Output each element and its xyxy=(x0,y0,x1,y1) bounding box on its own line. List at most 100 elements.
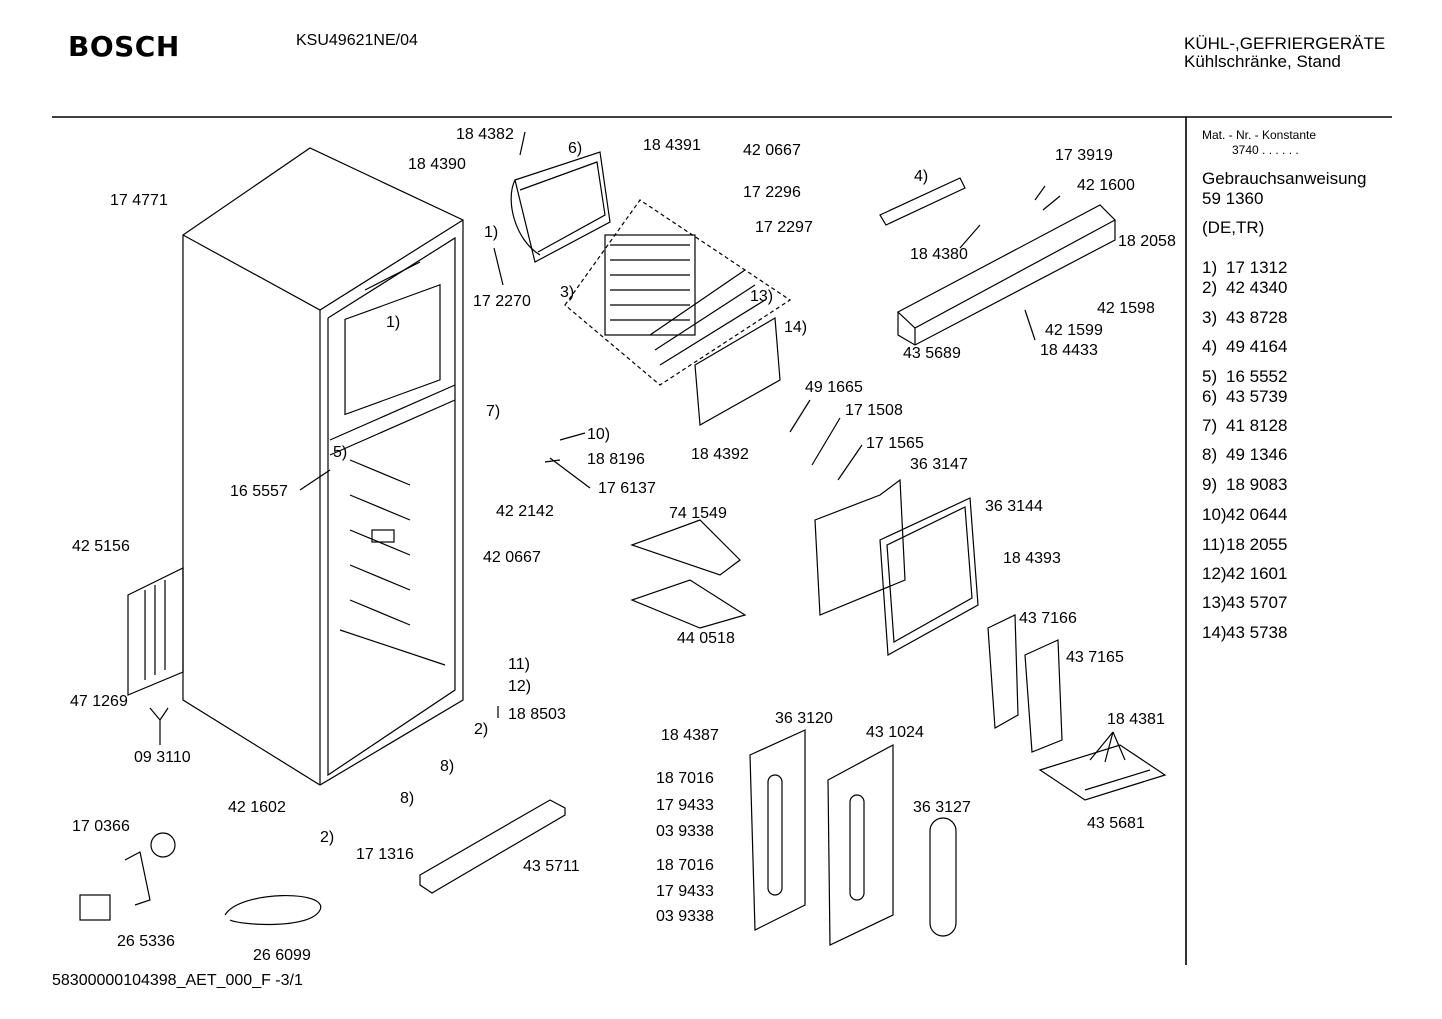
part-label: 18 4393 xyxy=(1003,550,1061,567)
category-title: KÜHL-,GEFRIERGERÄTE xyxy=(1184,34,1386,53)
part-label: 18 2058 xyxy=(1118,233,1176,250)
parts-legend-key: 10) xyxy=(1202,505,1227,524)
part-label: 26 5336 xyxy=(117,933,175,950)
parts-legend-key: 8) xyxy=(1202,445,1218,464)
ref-label: 14) xyxy=(784,319,808,336)
door-liner-drawing xyxy=(827,743,894,946)
part-label: 42 5156 xyxy=(72,538,130,555)
part-label: 36 3144 xyxy=(985,498,1043,515)
bottom-handle-drawing xyxy=(419,799,566,894)
evaporator-drawing xyxy=(564,199,792,386)
part-label: 42 1602 xyxy=(228,799,286,816)
parts-legend-number: 43 5707 xyxy=(1226,593,1288,612)
parts-legend-key: 7) xyxy=(1202,416,1218,435)
control-panel-drawing xyxy=(879,177,1116,346)
part-label: 17 1565 xyxy=(866,435,924,452)
part-label: 03 9338 xyxy=(656,908,714,925)
part-label: 17 3919 xyxy=(1055,147,1113,164)
part-label: 36 3120 xyxy=(775,710,833,727)
part-label: 42 1598 xyxy=(1097,300,1155,317)
part-label: 18 4390 xyxy=(408,156,466,173)
part-label: 18 4382 xyxy=(456,126,514,143)
manual-languages: (DE,TR) xyxy=(1202,218,1265,237)
part-label: 18 7016 xyxy=(656,857,714,874)
part-label: 17 0366 xyxy=(72,818,130,835)
ref-label: 7) xyxy=(486,403,501,420)
part-label: 18 4391 xyxy=(643,137,701,154)
parts-legend-item: 14)43 5738 xyxy=(1202,623,1287,643)
parts-legend-item: 7)41 8128 xyxy=(1202,416,1287,436)
parts-legend-item: 1)17 1312 xyxy=(1202,258,1287,278)
part-label: 03 9338 xyxy=(656,823,714,840)
parts-legend-number: 49 1346 xyxy=(1226,445,1288,464)
ref-label: 2) xyxy=(474,721,489,738)
ref-label: 10) xyxy=(587,426,611,443)
part-label: 43 5681 xyxy=(1087,815,1145,832)
part-label: 17 9433 xyxy=(656,797,714,814)
part-label: 42 0667 xyxy=(483,549,541,566)
evaporator-cover-drawing xyxy=(510,151,611,263)
parts-legend-number: 18 2055 xyxy=(1226,535,1288,554)
ref-label: 8) xyxy=(400,790,415,807)
parts-legend-number: 18 9083 xyxy=(1226,475,1288,494)
fan-drawing xyxy=(150,832,176,858)
parts-legend-key: 2) xyxy=(1202,278,1218,297)
ref-label: 11) xyxy=(508,656,530,673)
parts-legend-key: 1) xyxy=(1202,258,1218,277)
ref-label: 8) xyxy=(440,758,455,775)
parts-legend-number: 49 4164 xyxy=(1226,337,1288,356)
part-label: 74 1549 xyxy=(669,505,727,522)
category-subtitle: Kühlschränke, Stand xyxy=(1184,52,1341,71)
parts-legend-item: 9) 18 9083 xyxy=(1202,475,1287,495)
part-label: 17 2296 xyxy=(743,184,801,201)
part-label: 42 1600 xyxy=(1077,177,1135,194)
parts-legend-item: 10)42 0644 xyxy=(1202,505,1287,525)
ref-label: 2) xyxy=(320,829,335,846)
part-label: 18 4387 xyxy=(661,727,719,744)
ref-label: 1) xyxy=(484,224,499,241)
part-label: 17 2270 xyxy=(473,293,531,310)
parts-legend-item: 5) 16 5552 xyxy=(1202,367,1287,387)
part-label: 43 7165 xyxy=(1066,649,1124,666)
ref-label: 13) xyxy=(750,288,774,305)
parts-legend-key: 9) xyxy=(1202,475,1218,494)
parts-legend-item: 11)18 2055 xyxy=(1202,535,1287,555)
parts-legend-key: 14) xyxy=(1202,623,1227,642)
parts-legend-key: 5) xyxy=(1202,367,1218,386)
parts-legend-key: 13) xyxy=(1202,593,1227,612)
bin-right-drawing xyxy=(1024,639,1063,753)
part-label: 49 1665 xyxy=(805,379,863,396)
part-label: 36 3147 xyxy=(910,456,968,473)
ref-label: 3) xyxy=(560,284,575,301)
part-label: 17 9433 xyxy=(656,883,714,900)
parts-legend-number: 42 4340 xyxy=(1226,278,1288,297)
manual-number: 59 1360 xyxy=(1202,189,1264,208)
part-label: 43 1024 xyxy=(866,724,924,741)
part-label: 43 5689 xyxy=(903,345,961,362)
cabinet-drawing xyxy=(182,147,464,786)
bin-left-drawing xyxy=(987,614,1019,729)
part-label: 26 6099 xyxy=(253,947,311,964)
parts-legend-number: 43 8728 xyxy=(1226,308,1288,327)
relay-drawing xyxy=(79,894,111,921)
ref-label: 12) xyxy=(508,678,532,695)
door-shelf-drawing xyxy=(749,729,806,931)
ref-label: 4) xyxy=(914,168,929,185)
parts-legend-item: 3)43 8728 xyxy=(1202,308,1287,328)
drawer-cover-drawing xyxy=(630,519,741,576)
ref-label: 1) xyxy=(386,314,401,331)
door-handle-drawing xyxy=(929,817,957,937)
part-label: 36 3127 xyxy=(913,799,971,816)
part-label: 44 0518 xyxy=(677,630,735,647)
mat-number-label: Mat. - Nr. - Konstante xyxy=(1202,128,1317,142)
parts-legend-number: 16 5552 xyxy=(1226,367,1288,386)
part-label: 18 4380 xyxy=(910,246,968,263)
part-label: 16 5557 xyxy=(230,483,288,500)
flap-drawing xyxy=(814,478,906,616)
part-label: 18 8503 xyxy=(508,706,566,723)
part-label: 17 2297 xyxy=(755,219,813,236)
ref-label: 5) xyxy=(333,444,348,461)
part-label: 18 7016 xyxy=(656,770,714,787)
parts-legend-number: 43 5738 xyxy=(1226,623,1288,642)
